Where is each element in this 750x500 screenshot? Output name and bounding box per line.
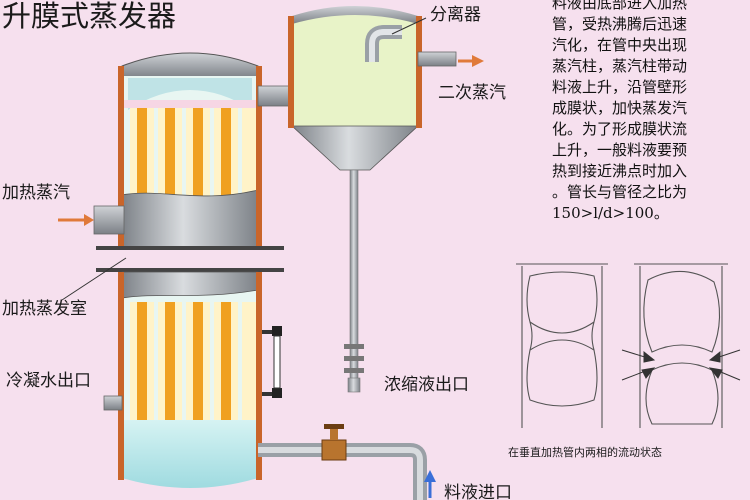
svg-text:料液由底部进入加热: 料液由底部进入加热 bbox=[552, 0, 687, 12]
label-heating-steam: 加热蒸汽 bbox=[2, 183, 70, 203]
flow-state-sketches bbox=[516, 263, 728, 428]
heating-steam-arrow bbox=[84, 214, 94, 226]
label-condensate-outlet: 冷凝水出口 bbox=[6, 371, 91, 391]
diagram-title: 升膜式蒸发器 bbox=[2, 0, 176, 33]
concentrate-pipe bbox=[344, 169, 364, 393]
separator-vessel bbox=[288, 6, 457, 171]
lower-tubes bbox=[130, 302, 256, 420]
svg-text:成膜状，加快蒸发汽: 成膜状，加快蒸发汽 bbox=[552, 99, 687, 117]
svg-text:料液上升，沿管壁形: 料液上升，沿管壁形 bbox=[552, 78, 687, 96]
condensate-outlet-pipe bbox=[103, 395, 123, 411]
label-separator: 分离器 bbox=[430, 5, 481, 25]
svg-text:上升，一般料液要预: 上升，一般料液要预 bbox=[552, 141, 687, 159]
heating-steam-pipe bbox=[93, 205, 125, 235]
svg-text:汽化，在管中央出现: 汽化，在管中央出现 bbox=[552, 36, 687, 54]
svg-text:蒸汽柱，蒸汽柱带动: 蒸汽柱，蒸汽柱带动 bbox=[552, 57, 687, 75]
svg-text:管，受热沸腾后迅速: 管，受热沸腾后迅速 bbox=[552, 15, 687, 33]
feed-arrow bbox=[424, 470, 436, 482]
flow-arrows bbox=[621, 349, 741, 381]
secondary-steam-arrow bbox=[472, 55, 484, 67]
description-text: 料液由底部进入加热 管，受热沸腾后迅速 汽化，在管中央出现 蒸汽柱，蒸汽柱带动 … bbox=[552, 0, 687, 222]
label-secondary-steam: 二次蒸汽 bbox=[438, 83, 506, 103]
flow-caption: 在垂直加热管内两相的流动状态 bbox=[508, 445, 662, 459]
svg-text:。管长与管径之比为: 。管长与管径之比为 bbox=[552, 183, 687, 201]
label-concentrate-outlet: 浓缩液出口 bbox=[384, 375, 469, 395]
svg-text:150>l/d>100。: 150>l/d>100。 bbox=[552, 204, 669, 222]
label-feed-inlet: 料液进口 bbox=[444, 483, 512, 500]
lower-heating-section bbox=[96, 268, 284, 488]
level-gauge bbox=[262, 326, 282, 398]
svg-text:热到接近沸点时加入: 热到接近沸点时加入 bbox=[552, 162, 687, 180]
label-heating-chamber: 加热蒸发室 bbox=[2, 299, 87, 319]
upper-heating-section bbox=[96, 52, 284, 250]
feed-pipe bbox=[258, 424, 427, 500]
svg-text:化。为了形成膜状流: 化。为了形成膜状流 bbox=[552, 120, 687, 138]
